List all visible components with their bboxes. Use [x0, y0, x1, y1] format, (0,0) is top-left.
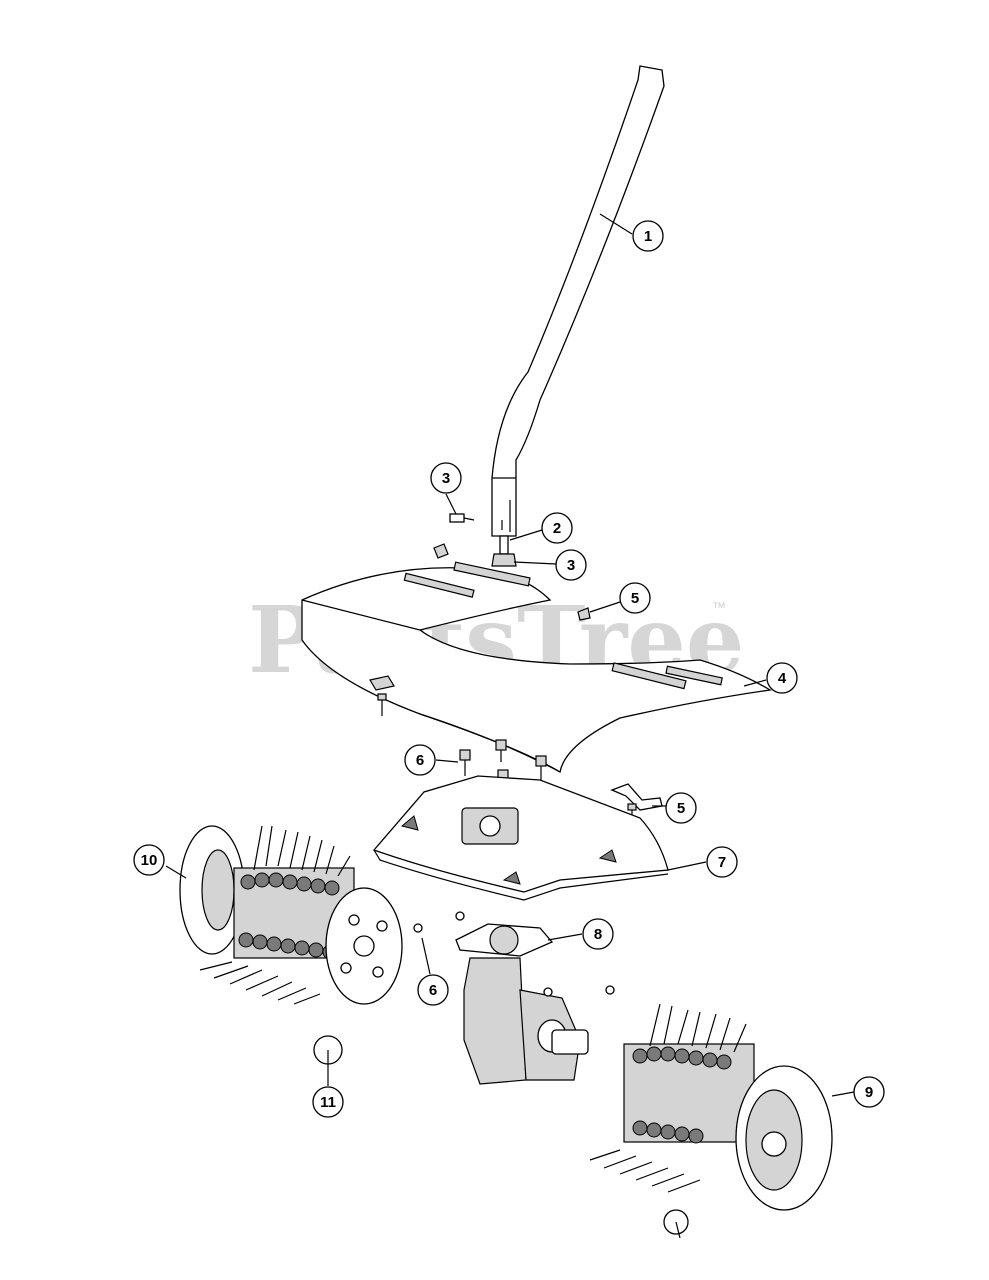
gearbox-part[interactable]	[413, 911, 615, 1085]
callout-label: 5	[631, 590, 639, 607]
callout-label: 7	[718, 854, 726, 871]
callout-label: 5	[677, 800, 685, 817]
watermark-trademark: ™	[712, 599, 726, 615]
clevis-pin-part[interactable]	[313, 1035, 689, 1239]
left-tine-reel-part[interactable]	[179, 825, 403, 1005]
callout-label: 2	[553, 520, 561, 537]
callout-label: 1	[644, 228, 652, 245]
callout-label: 4	[778, 670, 787, 687]
callout-label: 3	[567, 557, 575, 574]
right-tine-reel-part[interactable]	[589, 1003, 833, 1211]
callout-5-upper[interactable]: 5	[619, 582, 651, 614]
callout-label: 3	[442, 470, 450, 487]
callout-1[interactable]: 1	[632, 220, 664, 252]
callout-label: 10	[141, 852, 158, 869]
callout-6-upper[interactable]: 6	[404, 744, 436, 776]
callout-9[interactable]: 9	[853, 1076, 885, 1108]
callout-6-lower[interactable]: 6	[417, 974, 449, 1006]
callout-label: 6	[429, 982, 437, 999]
callout-11[interactable]: 11	[312, 1086, 344, 1118]
callout-3-upper[interactable]: 3	[430, 462, 462, 494]
callout-10[interactable]: 10	[133, 844, 165, 876]
callout-2[interactable]: 2	[541, 512, 573, 544]
top-shield-part[interactable]	[301, 561, 772, 774]
callout-3-lower[interactable]: 3	[555, 549, 587, 581]
callout-4[interactable]: 4	[766, 662, 798, 694]
callout-label: 11	[320, 1094, 336, 1111]
clamp-bolt-part[interactable]	[433, 513, 517, 567]
callout-5-lower[interactable]: 5	[665, 792, 697, 824]
mounting-plate-part[interactable]	[372, 775, 669, 901]
leader-lines	[165, 213, 855, 1097]
clip-screw-part[interactable]	[610, 783, 663, 832]
callout-8[interactable]: 8	[582, 918, 614, 950]
callout-label: 6	[416, 752, 424, 769]
callout-label: 8	[594, 926, 602, 943]
callout-7[interactable]: 7	[706, 846, 738, 878]
handle-part[interactable]	[491, 65, 665, 537]
callout-label: 9	[865, 1084, 873, 1101]
